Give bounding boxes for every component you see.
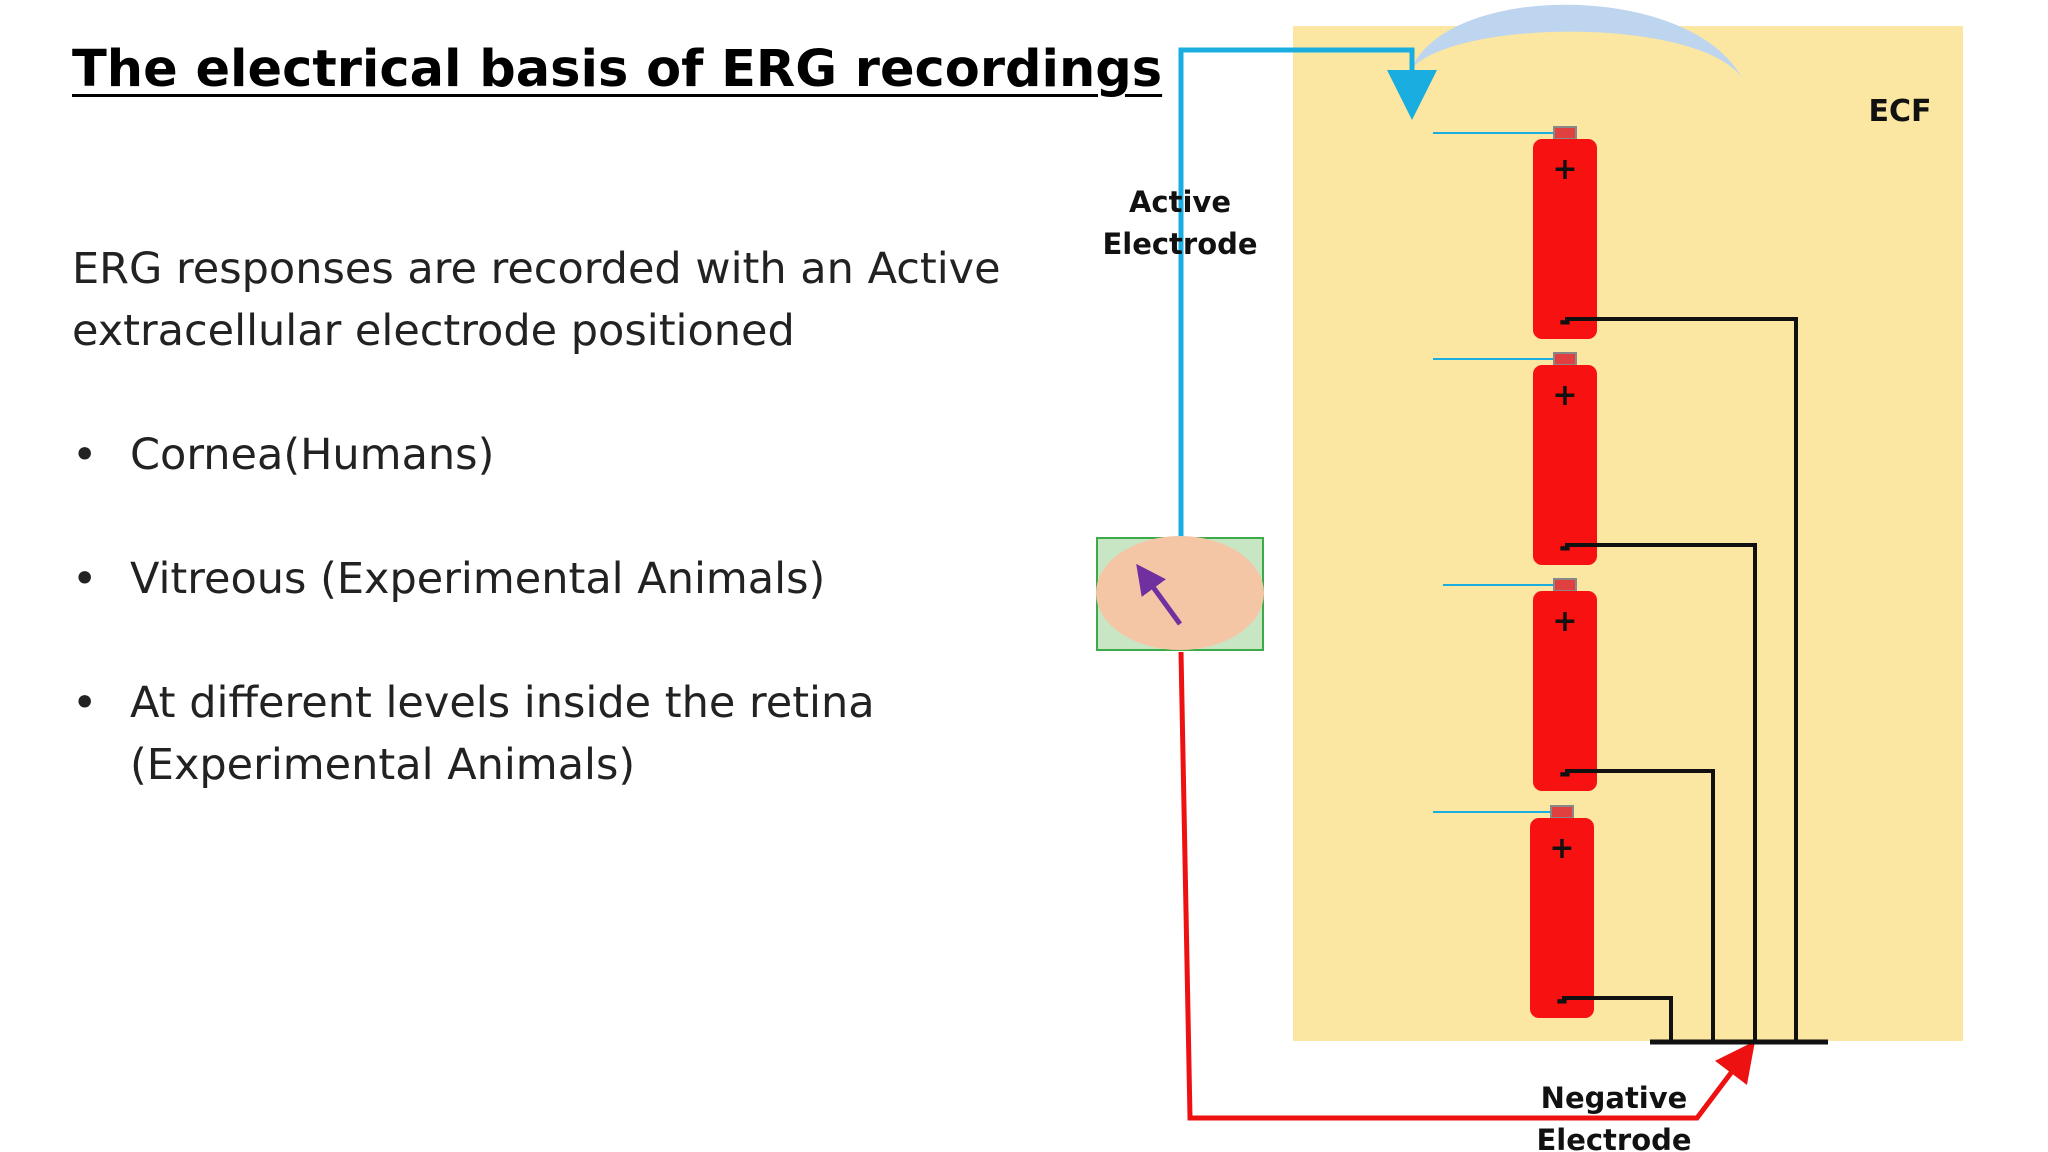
- bullet-dot: •: [72, 678, 98, 728]
- battery-stack: + - + - + - + -: [1433, 126, 1798, 1042]
- battery-lead-wire: [1565, 317, 1798, 1042]
- slide-title: The electrical basis of ERG recordings: [72, 40, 1163, 99]
- battery-terminal-cap: [1553, 126, 1577, 140]
- active-electrode-wire: [1178, 47, 1437, 542]
- intro-text: ERG responses are recorded with an Activ…: [72, 244, 1001, 356]
- ecf-label: ECF: [1868, 94, 1931, 129]
- battery-lead-wire: [1565, 543, 1757, 1042]
- battery-lead-wire: [1565, 769, 1715, 1042]
- battery-terminal-cap: [1553, 352, 1577, 366]
- battery-positive-sign: +: [1552, 152, 1577, 187]
- battery-cell: [1533, 591, 1597, 791]
- active-electrode-label-line2: Electrode: [1102, 227, 1257, 261]
- voltmeter-dial: [1096, 536, 1264, 650]
- battery-cell: [1533, 139, 1597, 339]
- battery-lead-wire: [1562, 996, 1673, 1042]
- voltmeter-needle-icon: [1136, 563, 1183, 626]
- battery-cell: [1530, 818, 1594, 1018]
- ecf-region: [1293, 26, 1963, 1041]
- battery-terminal-cap: [1553, 578, 1577, 592]
- active-electrode-label-line1: Active: [1129, 185, 1231, 219]
- negative-electrode-wire: [1178, 651, 1756, 1121]
- battery-terminal-cap: [1550, 805, 1574, 819]
- battery-positive-sign: +: [1552, 604, 1577, 639]
- battery-negative-sign: -: [1559, 304, 1571, 339]
- battery-negative-sign: -: [1559, 530, 1571, 565]
- bullet-item: • At different levels inside the retina (…: [72, 672, 1032, 796]
- negative-electrode-label-line2: Electrode: [1536, 1123, 1691, 1152]
- battery-cell: [1533, 365, 1597, 565]
- bullet-dot: •: [72, 554, 98, 604]
- cornea-shape: [1412, 4, 1742, 78]
- battery-positive-sign: +: [1549, 831, 1574, 866]
- bullet-text: Cornea(Humans): [130, 430, 495, 480]
- battery-negative-sign: -: [1559, 756, 1571, 791]
- bullet-text: At different levels inside the retina (E…: [130, 678, 875, 790]
- bullet-item: • Vitreous (Experimental Animals): [72, 548, 1032, 610]
- bullet-item: • Cornea(Humans): [72, 424, 1032, 486]
- bullet-dot: •: [72, 430, 98, 480]
- bullet-list: • Cornea(Humans) • Vitreous (Experimental …: [72, 424, 1032, 796]
- bullet-text: Vitreous (Experimental Animals): [130, 554, 826, 604]
- battery-positive-sign: +: [1552, 378, 1577, 413]
- battery-negative-sign: -: [1556, 983, 1568, 1018]
- negative-electrode-label-line1: Negative: [1541, 1081, 1688, 1115]
